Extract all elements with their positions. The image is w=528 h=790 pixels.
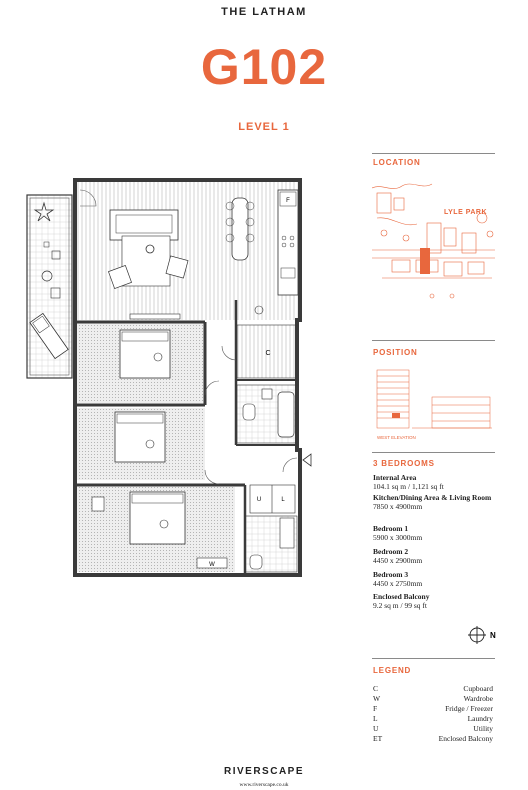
- bedroom-1: [75, 323, 205, 403]
- bedroom-2: [75, 408, 205, 480]
- balcony-table-icon: [41, 270, 53, 282]
- laundry-label: L: [281, 497, 285, 503]
- compass-icon: N: [468, 626, 496, 644]
- spec-label: Bedroom 2: [373, 547, 409, 556]
- spec-enclosed-balcony: Enclosed Balcony 9.2 sq m / 99 sq ft: [373, 592, 498, 610]
- park-label: LYLE PARK: [444, 209, 487, 216]
- legend-row: L Laundry: [373, 714, 493, 724]
- unit-code: G102: [200, 39, 328, 95]
- footer-brand-logo: RIVERSCAPE: [223, 766, 304, 777]
- legend-row: ET Enclosed Balcony: [373, 734, 493, 744]
- balcony: [26, 194, 73, 379]
- spec-bedroom-1: Bedroom 1 5900 x 3000mm: [373, 524, 498, 542]
- spec-label: Internal Area: [373, 473, 417, 482]
- position-elevation: WEST ELEVATION: [376, 369, 492, 440]
- position-title: POSITION: [373, 348, 418, 357]
- living-kitchen-area: F: [75, 180, 300, 320]
- unit-position-marker: [392, 413, 400, 418]
- bed-icon: [129, 491, 186, 545]
- legend-code: ET: [373, 734, 383, 743]
- legend-title: LEGEND: [373, 666, 412, 675]
- basin-icon: [261, 388, 273, 400]
- legend-row: F Fridge / Freezer: [373, 704, 493, 714]
- door-swings: [79, 189, 298, 485]
- legend-code: W: [373, 694, 381, 703]
- sun-lounger-icon: [29, 312, 69, 360]
- walls: [73, 178, 302, 577]
- footer-url[interactable]: www.riverscape.co.uk: [239, 782, 289, 788]
- cupboard-label: C: [265, 350, 270, 357]
- toilet-icon: [249, 554, 263, 570]
- spec-bedroom-3: Bedroom 3 4450 x 2750mm: [373, 570, 498, 588]
- wardrobe-icon: [196, 557, 228, 569]
- legend-row: W Wardrobe: [373, 694, 493, 704]
- unit-location-marker: [420, 248, 430, 274]
- building-name: THE LATHAM: [221, 6, 307, 18]
- spec-value: 4450 x 2750mm: [373, 579, 423, 588]
- balcony-chair-icon: [50, 287, 61, 299]
- utility-cupboard: [249, 484, 296, 514]
- bed-icon: [119, 329, 171, 379]
- sink-icon: [280, 267, 296, 279]
- hob-icon: [281, 235, 287, 241]
- cupboard: [236, 324, 298, 379]
- legend-code: F: [373, 704, 378, 713]
- fridge-label: F: [286, 198, 290, 204]
- spec-value: 4450 x 2900mm: [373, 556, 423, 565]
- shower-icon: [279, 517, 295, 549]
- coffee-table-icon: [145, 244, 155, 254]
- spec-value: 5900 x 3000mm: [373, 533, 423, 542]
- location-map: LYLE PARK: [372, 183, 495, 299]
- legend-row: U Utility: [373, 724, 493, 734]
- media-unit: [129, 313, 181, 320]
- wardrobe-label: W: [209, 562, 215, 568]
- legend-meaning: Cupboard: [463, 684, 493, 693]
- bathroom: [236, 384, 298, 444]
- spec-bedroom-2: Bedroom 2 4450 x 2900mm: [373, 547, 498, 565]
- plant-icon: [33, 201, 55, 222]
- floor-plan: F C W U L: [26, 178, 312, 577]
- spec-label: Bedroom 1: [373, 524, 409, 533]
- legend-meaning: Enclosed Balcony: [438, 734, 493, 743]
- toilet-icon: [242, 403, 256, 421]
- compass-north-label: N: [490, 631, 496, 640]
- legend-row: C Cupboard: [373, 684, 493, 694]
- bath-icon: [277, 391, 295, 438]
- bedroom-3: W: [75, 487, 235, 572]
- bedrooms-title: 3 BEDROOMS: [373, 459, 435, 468]
- spec-label: Bedroom 3: [373, 570, 409, 579]
- spec-kitchen-living: Kitchen/Dining Area & Living Room 7850 x…: [373, 493, 498, 511]
- fridge-icon: [279, 191, 297, 207]
- spec-internal-area: Internal Area 104.1 sq m / 1,121 sq ft: [373, 473, 498, 491]
- entrance-arrow-icon: [302, 453, 312, 467]
- legend-meaning: Fridge / Freezer: [445, 704, 493, 713]
- armchair-icon: [108, 265, 132, 289]
- sofa-icon: [109, 209, 179, 241]
- side-table-icon: [43, 241, 50, 248]
- legend-code: U: [373, 724, 379, 733]
- ensuite: [244, 515, 298, 573]
- legend-meaning: Utility: [473, 724, 493, 733]
- legend-meaning: Laundry: [467, 714, 493, 723]
- bed-icon: [114, 411, 166, 463]
- dining-table-icon: [231, 197, 249, 261]
- spec-value: 104.1 sq m / 1,121 sq ft: [373, 482, 444, 491]
- elevation-label: WEST ELEVATION: [377, 435, 416, 440]
- armchair-icon: [165, 255, 189, 279]
- location-title: LOCATION: [373, 158, 421, 167]
- legend-meaning: Wardrobe: [463, 694, 493, 703]
- legend-code: L: [373, 714, 378, 723]
- level-label: LEVEL 1: [238, 121, 290, 133]
- spec-value: 7850 x 4900mm: [373, 502, 423, 511]
- legend-code: C: [373, 684, 379, 693]
- spec-label: Enclosed Balcony: [373, 592, 430, 601]
- spec-value: 9.2 sq m / 99 sq ft: [373, 601, 427, 610]
- utility-label: U: [257, 497, 261, 503]
- desk-chair-icon: [91, 496, 105, 512]
- balcony-chair-icon: [51, 250, 61, 260]
- spec-label: Kitchen/Dining Area & Living Room: [373, 493, 492, 502]
